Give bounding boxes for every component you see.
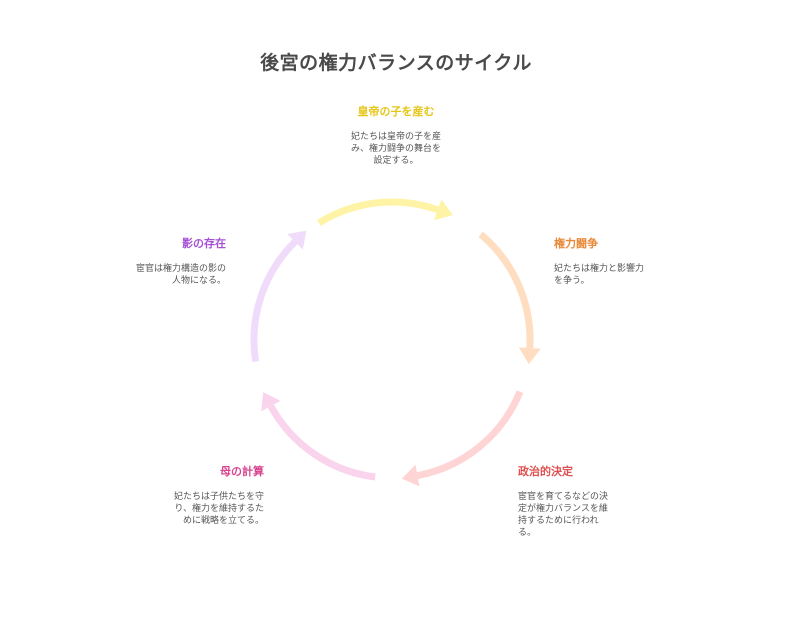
arrow-birth-to-struggle (317, 198, 439, 226)
stage-label: 影の存在 (182, 237, 226, 250)
stage-description: 宦官は権力構造の影の 人物になる。 (135, 264, 226, 286)
arrowhead-struggle-to-decision (518, 347, 541, 365)
stage-label: 皇帝の子を産む (357, 105, 435, 118)
stage-label: 母の計算 (220, 465, 264, 478)
arrowhead-decision-to-calculation (401, 464, 420, 487)
arrowhead-birth-to-struggle (434, 199, 453, 221)
arrow-calculation-to-shadow (267, 404, 376, 481)
arrow-struggle-to-decision (478, 231, 534, 349)
stage-mothers-calculation: 母の計算 妃たちは子供たちを守 り、権力を維持するた めに戦略を立てる。 (144, 463, 264, 527)
arrow-shadow-to-birth (250, 239, 298, 363)
stage-label: 権力闘争 (554, 237, 598, 250)
stage-description: 妃たちは子供たちを守 り、権力を維持するた めに戦略を立てる。 (173, 492, 264, 526)
stage-political-decision: 政治的決定 宦官を育てるなどの決 定が権力バランスを維 持するために行われ る。 (518, 463, 638, 539)
diagram-title: 後宮の権力バランスのサイクル (260, 52, 532, 74)
stage-description: 宦官を育てるなどの決 定が権力バランスを維 持するために行われ る。 (518, 492, 609, 538)
stage-power-struggle: 権力闘争 妃たちは権力と影響力 を争う。 (554, 235, 674, 287)
stage-label: 政治的決定 (518, 465, 573, 478)
stage-shadow-presence: 影の存在 宦官は権力構造の影の 人物になる。 (106, 235, 226, 287)
stage-description: 妃たちは皇帝の子を産 み、権力闘争の舞台を 設定する。 (350, 132, 441, 166)
stage-description: 妃たちは権力と影響力 を争う。 (554, 264, 645, 286)
arrow-decision-to-calculation (416, 390, 524, 480)
stage-imperial-birth: 皇帝の子を産む 妃たちは皇帝の子を産 み、権力闘争の舞台を 設定する。 (336, 103, 456, 167)
arrowhead-calculation-to-shadow (261, 392, 281, 412)
arrowhead-shadow-to-birth (287, 230, 307, 250)
